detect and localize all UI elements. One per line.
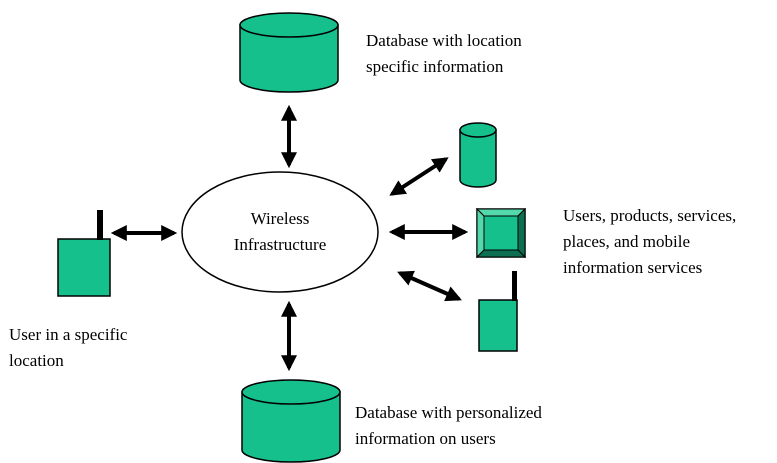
left-user-label-line2: location	[9, 351, 64, 370]
left-mobile-device-icon	[57, 210, 111, 297]
right-small-database-icon	[459, 122, 497, 188]
center-label-line1: Wireless	[250, 209, 310, 228]
top-database-icon	[239, 12, 339, 93]
arrow-right-lower	[397, 270, 462, 302]
left-user-label: User in a specific location	[9, 322, 127, 374]
top-database-label: Database with location specific informat…	[366, 28, 522, 80]
right-group-label-line1: Users, products, services,	[563, 206, 737, 225]
right-group-label-line3: information services	[563, 258, 703, 277]
bottom-db-label-line1: Database with personalized	[355, 403, 542, 422]
right-group-label: Users, products, services, places, and m…	[563, 203, 736, 281]
right-mobile-device-icon	[478, 271, 518, 352]
product-box-icon	[475, 207, 527, 259]
bottom-database-icon	[241, 379, 341, 463]
right-group-label-line2: places, and mobile	[563, 232, 690, 251]
bottom-database-label: Database with personalized information o…	[355, 400, 542, 452]
wireless-infrastructure-ellipse	[181, 171, 379, 293]
top-db-label-line2: specific information	[366, 57, 504, 76]
wireless-infrastructure-label: Wireless Infrastructure	[190, 206, 370, 258]
arrow-right-upper	[389, 157, 449, 196]
bottom-db-label-line2: information on users	[355, 429, 496, 448]
center-label-line2: Infrastructure	[233, 235, 327, 254]
top-db-label-line1: Database with location	[366, 31, 522, 50]
left-user-label-line1: User in a specific	[9, 325, 128, 344]
